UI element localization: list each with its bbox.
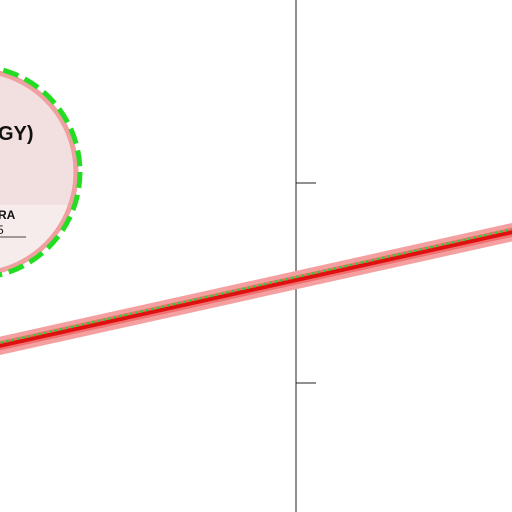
circle-callout: GY) RA 5 <box>0 66 83 278</box>
circle-callout-dashed-ring <box>0 66 83 278</box>
circle-callout-small-text: 5 <box>0 223 4 237</box>
circle-callout-outline <box>0 70 79 274</box>
diagonal-line <box>0 222 512 356</box>
circle-callout-subtitle: RA <box>0 208 16 222</box>
circle-callout-title: GY) <box>0 123 34 145</box>
diagonal-line-core <box>0 230 512 348</box>
